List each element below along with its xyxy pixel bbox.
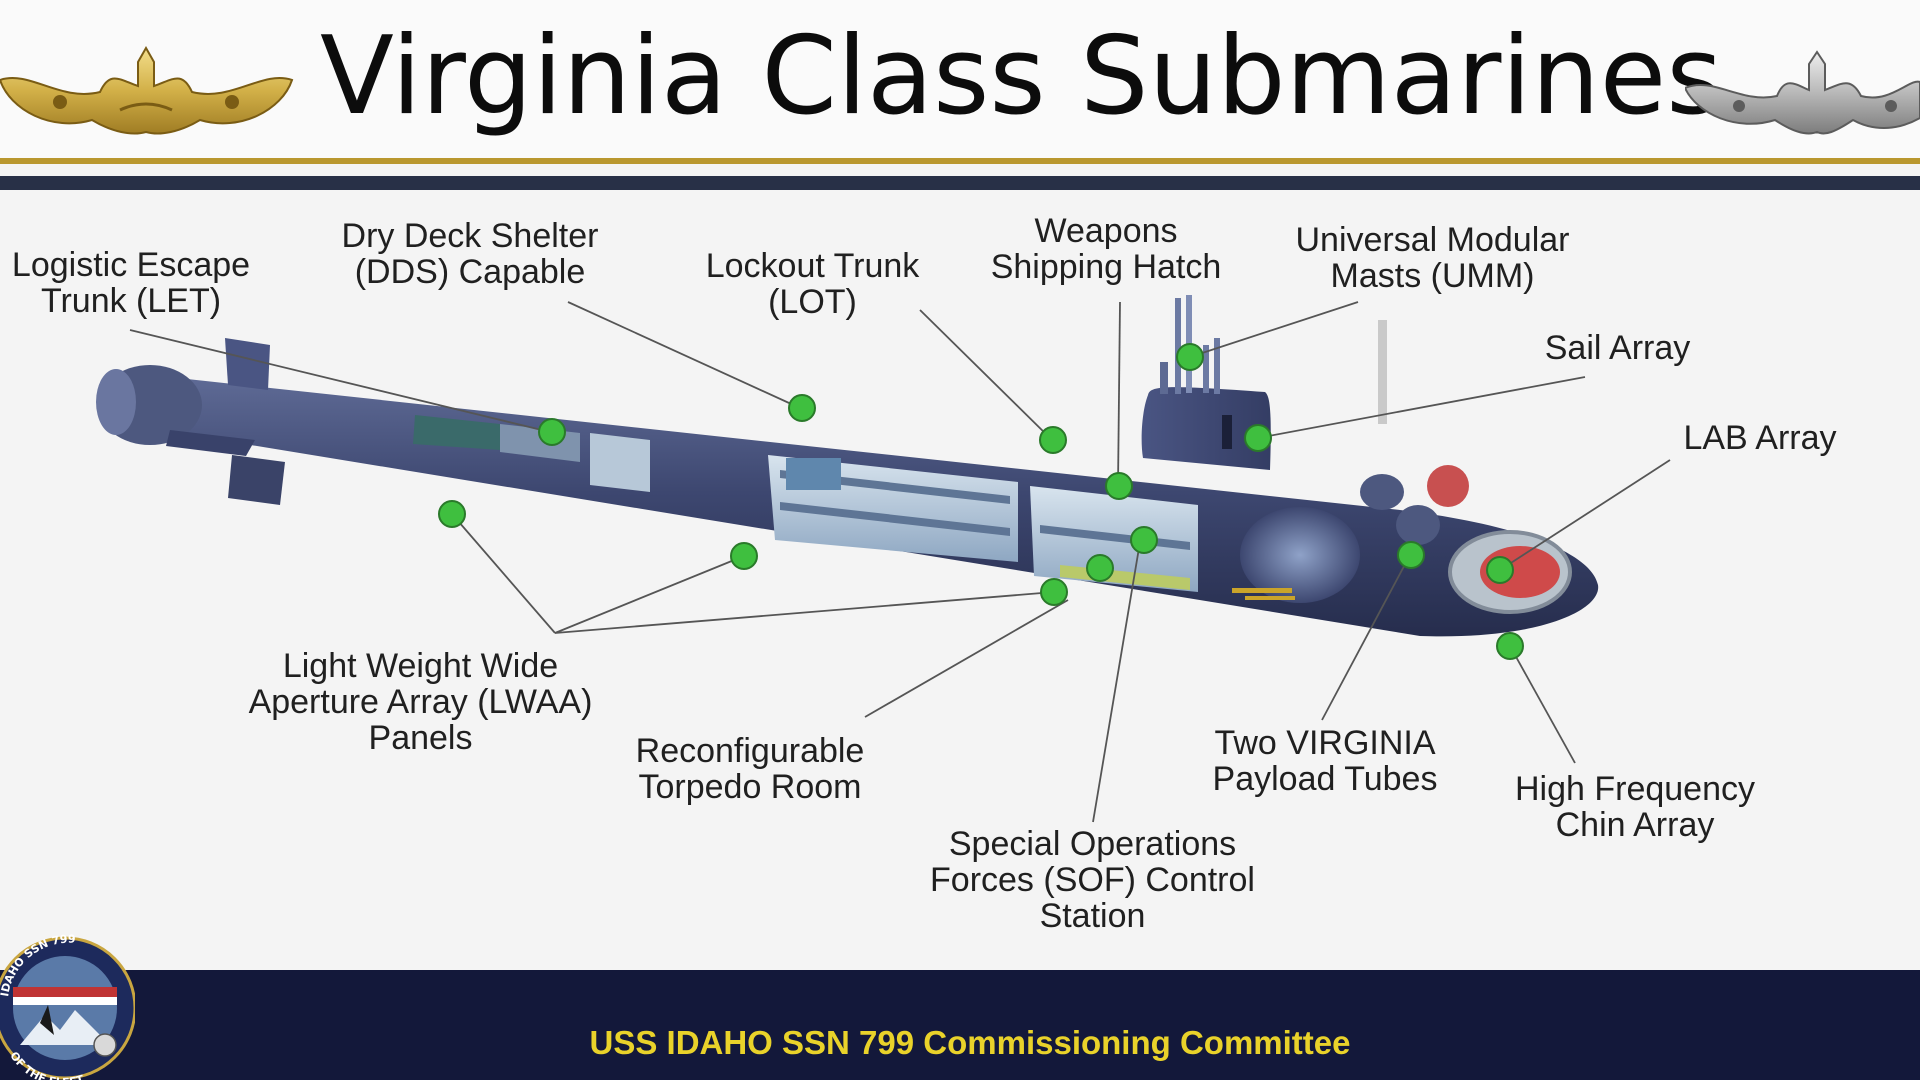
callout-label-lab: LAB Array [1683,419,1837,457]
callout-label-lot: Lockout Trunk (LOT) [705,247,920,321]
callout-marker-lwaa [438,500,466,528]
callout-marker-let [538,418,566,446]
submarine-cutaway-diagram [96,295,1671,823]
callout-marker-lwaa [730,542,758,570]
callout-leader-lines [129,301,1671,823]
callout-marker-wsh [1105,472,1133,500]
torpedo-room-cutaway [768,455,1018,562]
callout-label-lwaa: Light Weight Wide Aperture Array (LWAA) … [248,647,593,757]
callout-label-dds: Dry Deck Shelter (DDS) Capable [341,217,599,291]
callout-label-chin: High Frequency Chin Array [1514,770,1755,844]
gold-dolphins-insignia-icon [0,40,300,140]
callout-marker-chin [1496,632,1524,660]
commissioning-seal-icon: IDAHO SSN 799 OF THE FLEET [0,933,135,1080]
header-gold-rule [0,158,1920,164]
callout-marker-lot [1039,426,1067,454]
callout-label-torpedo: Reconfigurable Torpedo Room [635,732,865,806]
callout-marker-lwaa [1040,578,1068,606]
callout-marker-lab [1486,556,1514,584]
callout-label-umm: Universal Modular Masts (UMM) [1295,221,1570,295]
callout-label-sail: Sail Array [1544,329,1691,367]
header-navy-rule [0,176,1920,190]
callout-label-wsh: Weapons Shipping Hatch [990,212,1222,286]
callout-marker-torpedo [1086,554,1114,582]
silver-dolphins-insignia-icon [1685,48,1920,138]
callout-marker-dds [788,394,816,422]
footer-title: USS IDAHO SSN 799 Commissioning Committe… [589,1024,1351,1061]
callout-label-vpt: Two VIRGINIA Payload Tubes [1212,724,1438,798]
callout-marker-umm [1176,343,1204,371]
footer-bar [0,970,1920,1080]
callout-label-let: Logistic Escape Trunk (LET) [11,246,251,320]
callout-marker-vpt [1397,541,1425,569]
callout-marker-sof [1130,526,1158,554]
slide-header [0,0,1920,160]
slide-title: Virginia Class Submarines [320,14,1723,139]
callout-marker-sail [1244,424,1272,452]
callout-label-sof: Special Operations Forces (SOF) Control … [930,825,1255,935]
